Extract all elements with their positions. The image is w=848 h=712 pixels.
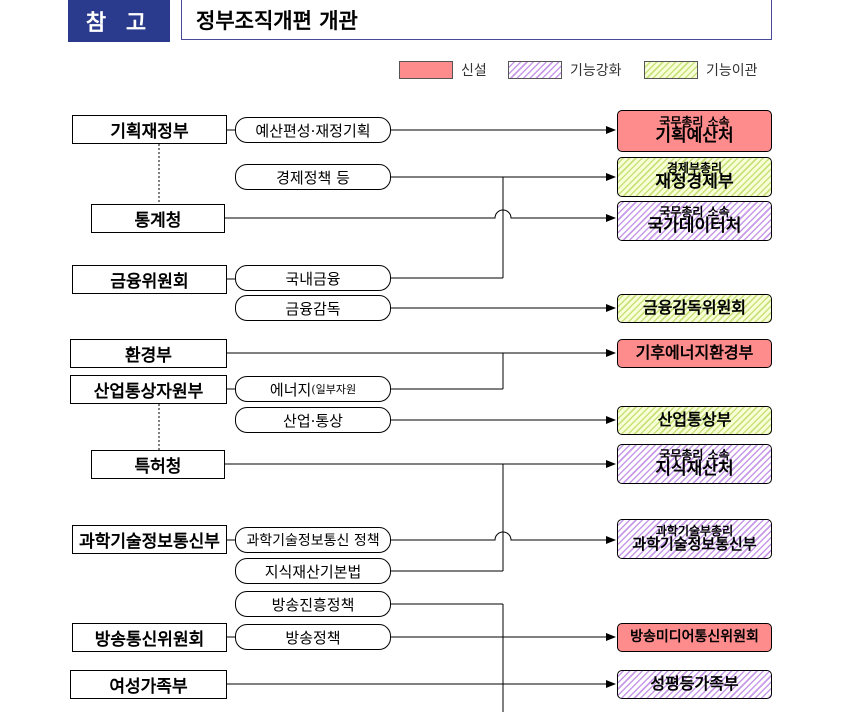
org-kipo: 특허청 (91, 450, 225, 479)
func-econ: 경제정책 등 (235, 164, 391, 190)
legend-swatch-move (644, 61, 698, 79)
target-data-office-name: 국가데이터처 (647, 216, 742, 237)
page-title-text: 정부조직개편 개관 (196, 8, 358, 33)
target-data-office-sub: 국무총리 소속 (659, 204, 730, 219)
func-sci-policy: 과학기술정보통신 정책 (235, 527, 391, 553)
target-budget-office-sub: 국무총리 소속 (659, 114, 730, 129)
target-msit-new-name: 과학기술정보통신부 (632, 535, 757, 554)
target-msit-new-sub: 과학기술부총리 (655, 523, 734, 538)
target-ip-office: 국무총리 소속 지식재산처 (617, 444, 772, 484)
legend-swatch-strong (508, 61, 562, 79)
org-kcc: 방송통신위원회 (72, 623, 227, 652)
org-moef: 기획재정부 (72, 115, 227, 144)
target-budget-office: 국무총리 소속 기획예산처 (617, 110, 772, 152)
org-mogef: 여성가족부 (70, 670, 227, 699)
target-climate-energy-env-name: 기후에너지환경부 (635, 343, 754, 363)
target-gender-family-name: 성평등가족부 (650, 674, 739, 694)
func-industry-trade: 산업·통상 (235, 407, 391, 433)
org-fsc: 금융위원회 (72, 265, 227, 294)
func-energy-text: 에너지 (269, 380, 312, 399)
target-motie-new-name: 산업통상부 (657, 410, 732, 430)
target-broadcast-media: 방송미디어통신위원회 (617, 623, 772, 652)
func-broadcast-policy: 방송정책 (235, 624, 391, 650)
func-ip-law: 지식재산기본법 (235, 558, 391, 584)
org-motie: 산업통상자원부 (70, 375, 227, 404)
target-finance-economy-name: 재정경제부 (655, 172, 734, 193)
target-finance-economy: 경제부총리 재정경제부 (617, 157, 772, 197)
target-ip-office-sub: 국무총리 소속 (659, 447, 730, 462)
reference-tag: 참 고 (68, 0, 170, 42)
func-budget: 예산편성·재정기획 (235, 117, 391, 143)
target-data-office: 국무총리 소속 국가데이터처 (617, 201, 772, 241)
func-fin-supervision: 금융감독 (235, 295, 391, 321)
func-broadcast-promo: 방송진흥정책 (235, 591, 391, 617)
legend-label-strong: 기능강화 (570, 63, 622, 79)
target-fss-commission-name: 금융감독위원회 (642, 298, 747, 318)
func-energy: 에너지(일부자원 (235, 376, 391, 402)
org-stats: 통계청 (91, 204, 225, 233)
target-gender-family: 성평등가족부 (617, 670, 772, 699)
legend-label-new: 신설 (461, 63, 487, 79)
target-ip-office-name: 지식재산처 (655, 459, 734, 480)
legend-new: 신설 (399, 60, 487, 80)
target-fss-commission: 금융감독위원회 (617, 294, 772, 323)
legend-swatch-new (399, 61, 453, 79)
legend-strong: 기능강화 (508, 60, 622, 80)
target-finance-economy-sub: 경제부총리 (666, 160, 723, 175)
func-domestic-finance: 국내금융 (235, 265, 391, 291)
org-msit: 과학기술정보통신부 (72, 525, 227, 554)
legend-move: 기능이관 (644, 60, 758, 80)
target-broadcast-media-name: 방송미디어통신위원회 (630, 629, 759, 646)
target-msit-new: 과학기술부총리 과학기술정보통신부 (617, 519, 772, 559)
target-motie-new: 산업통상부 (617, 406, 772, 435)
org-env: 환경부 (70, 339, 227, 368)
target-budget-office-name: 기획예산처 (655, 126, 734, 147)
func-energy-subtext: (일부자원 (311, 383, 357, 396)
legend-label-move: 기능이관 (706, 63, 758, 79)
page-title: 정부조직개편 개관 (181, 0, 772, 40)
target-climate-energy-env: 기후에너지환경부 (617, 339, 772, 368)
